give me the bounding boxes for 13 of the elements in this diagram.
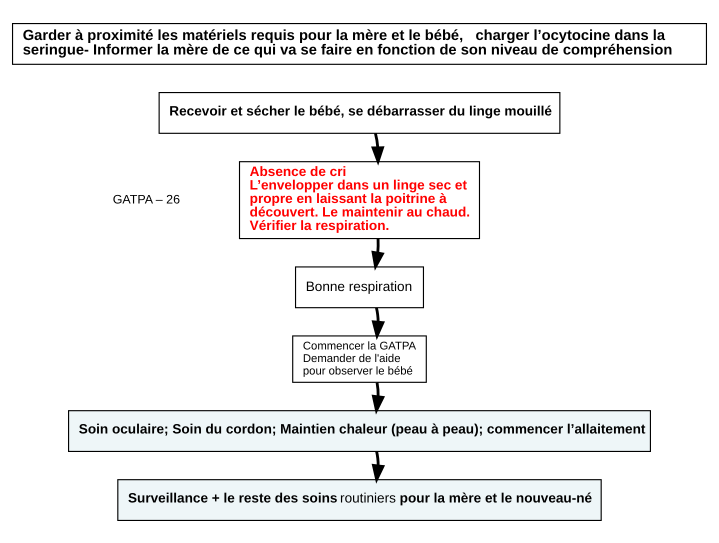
node-box: Bonne respiration (294, 266, 424, 308)
arrow (371, 132, 385, 166)
node-box: Recevoir et sécher le bébé, se débarrasser du linge mouillé (158, 92, 560, 134)
node-box: Soin oculaire; Soin du cordon; Maintien chaleur (peau à peau); commencer l’allaitement (68, 410, 651, 452)
arrow (371, 238, 385, 270)
node-box: Surveillance + le reste des soins routiniers pour la mère et le nouveau-né (117, 478, 602, 521)
arrow (372, 450, 386, 484)
label: GATPA – 26 (112, 192, 180, 206)
node-box: Absence de cri L’envelopper dans un linge sec et propre en laissant la poitrine à découvert. Le maintenir au chaud. Vérifier la respiration. (238, 160, 480, 239)
arrow (372, 307, 385, 340)
node-box: Garder à proximité les matériels requis pour la mère et le bébé, charger l’ocytocine dans la seringue- Informer la mère de ce qui va se faire en fonction de son niveau de compréhension (12, 22, 708, 64)
node-box: Commencer la GATPA Demander de l'aide pour observer le bébé (292, 334, 427, 382)
arrow (372, 382, 385, 414)
